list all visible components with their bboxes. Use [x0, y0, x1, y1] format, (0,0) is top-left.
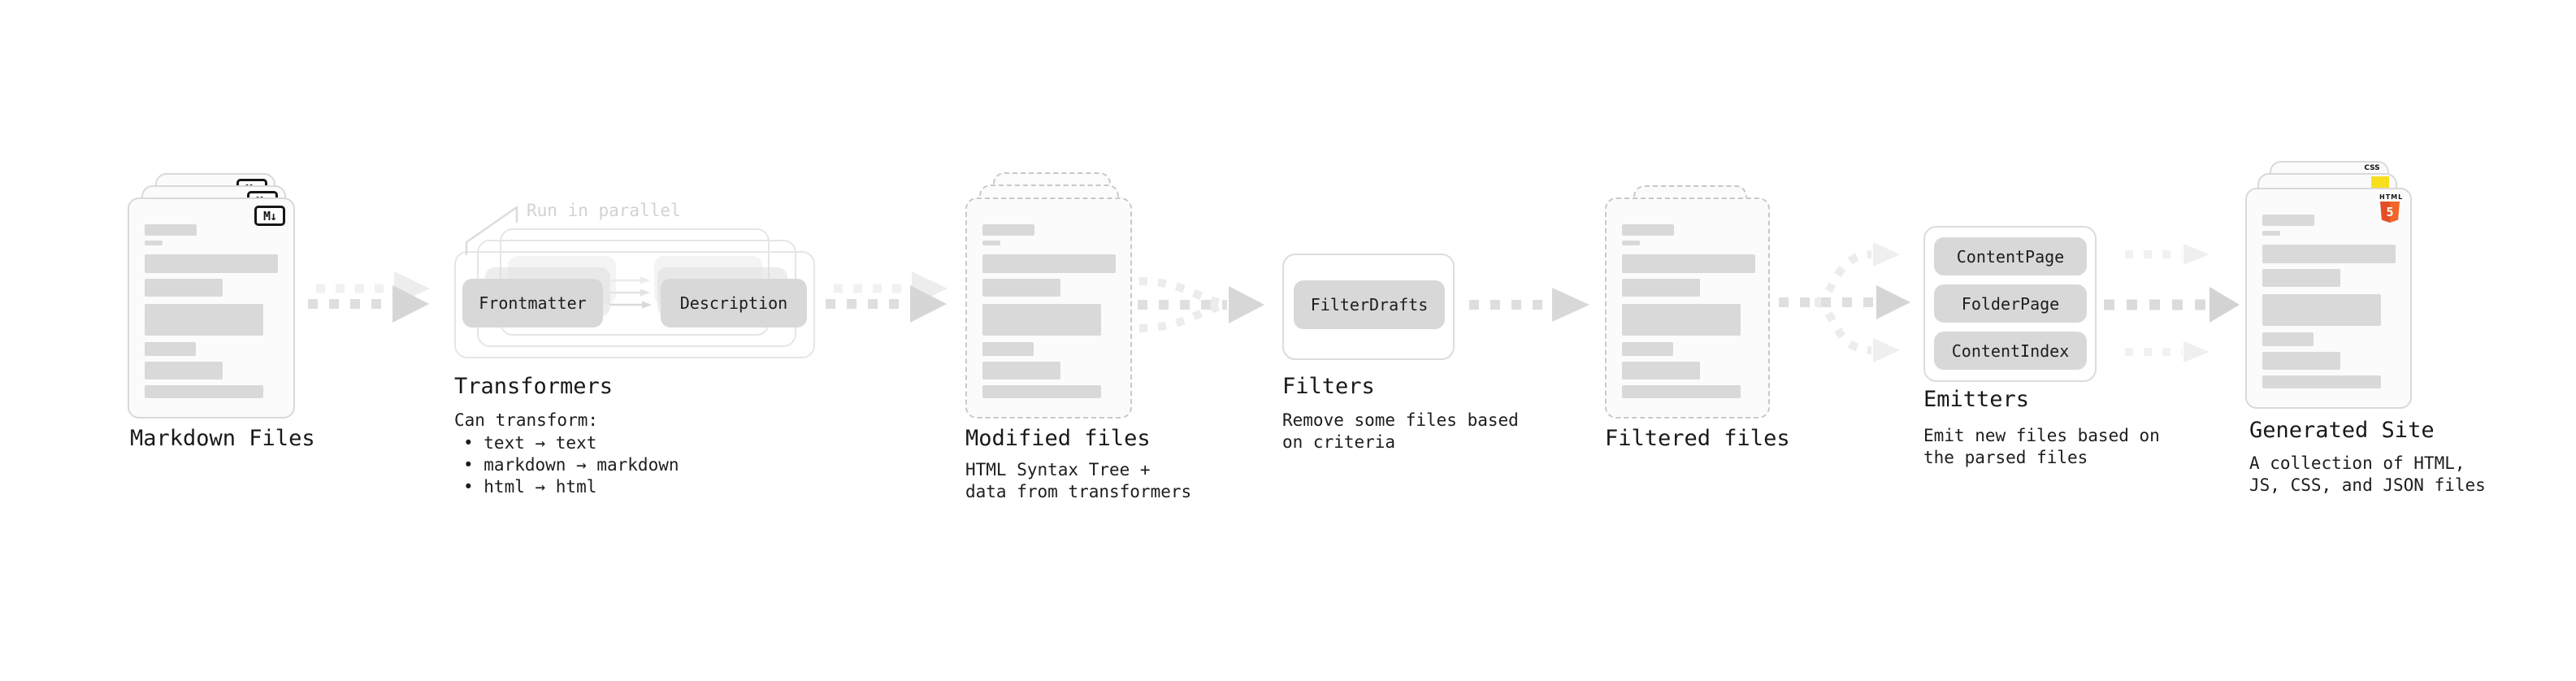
- arrow-emitters-to-generated: [2104, 244, 2240, 362]
- bullet-item: • html → html: [463, 477, 597, 497]
- file-card-front: [1605, 197, 1770, 419]
- file-card-front: [965, 197, 1132, 419]
- bullet-item: • text → text: [463, 433, 597, 453]
- parallel-arrows-icon: [609, 276, 652, 309]
- transformer-frame-front: [454, 251, 815, 358]
- document-text-lines: [967, 199, 1130, 417]
- node-label: Markdown Files: [130, 426, 315, 451]
- annotation-leader-line: [465, 206, 518, 256]
- node-description-line: Remove some files based: [1282, 410, 1519, 430]
- node-description-line: the parsed files: [1923, 448, 2088, 467]
- node-label: Emitters: [1923, 387, 2030, 412]
- document-text-lines: [129, 199, 293, 417]
- pill-description: Description: [661, 279, 807, 327]
- node-description-line: on criteria: [1282, 432, 1396, 452]
- pill-filterdrafts: FilterDrafts: [1294, 280, 1445, 329]
- node-label: Filters: [1282, 374, 1375, 399]
- node-label: Transformers: [454, 374, 614, 399]
- arrow-modified-to-filters: [1138, 277, 1264, 332]
- document-text-lines: [2247, 189, 2410, 407]
- arrow-filters-to-filtered: [1469, 288, 1589, 322]
- pill-contentpage: ContentPage: [1934, 237, 2087, 275]
- pill-frontmatter: Frontmatter: [462, 279, 603, 327]
- node-label: Modified files: [965, 426, 1151, 451]
- arrow-markdown-to-transformers: [308, 271, 430, 323]
- node-description-line: A collection of HTML,: [2249, 453, 2465, 473]
- bullet-item: • markdown → markdown: [463, 455, 679, 475]
- node-description-line: HTML Syntax Tree +: [965, 460, 1151, 479]
- html5-icon: HTML 5: [2379, 193, 2402, 223]
- pill-folderpage: FolderPage: [1934, 284, 2087, 323]
- arrow-filtered-to-emitters: [1779, 242, 1910, 362]
- js-icon: [2371, 176, 2389, 188]
- markdown-icon: M↓: [254, 206, 285, 226]
- pill-contentindex: ContentIndex: [1934, 332, 2087, 370]
- node-description-line: JS, CSS, and JSON files: [2249, 475, 2486, 495]
- node-description-line: Can transform:: [454, 410, 599, 430]
- node-label: Generated Site: [2249, 418, 2435, 443]
- file-card-front: HTML 5: [2245, 188, 2412, 409]
- node-label: Filtered files: [1605, 426, 1790, 451]
- node-description-line: Emit new files based on: [1923, 426, 2160, 445]
- arrow-transformers-to-modified: [826, 271, 948, 323]
- node-description-line: data from transformers: [965, 482, 1192, 501]
- document-text-lines: [1607, 199, 1768, 417]
- run-in-parallel-annotation: Run in parallel: [527, 201, 681, 220]
- file-card-front: M↓: [128, 197, 295, 419]
